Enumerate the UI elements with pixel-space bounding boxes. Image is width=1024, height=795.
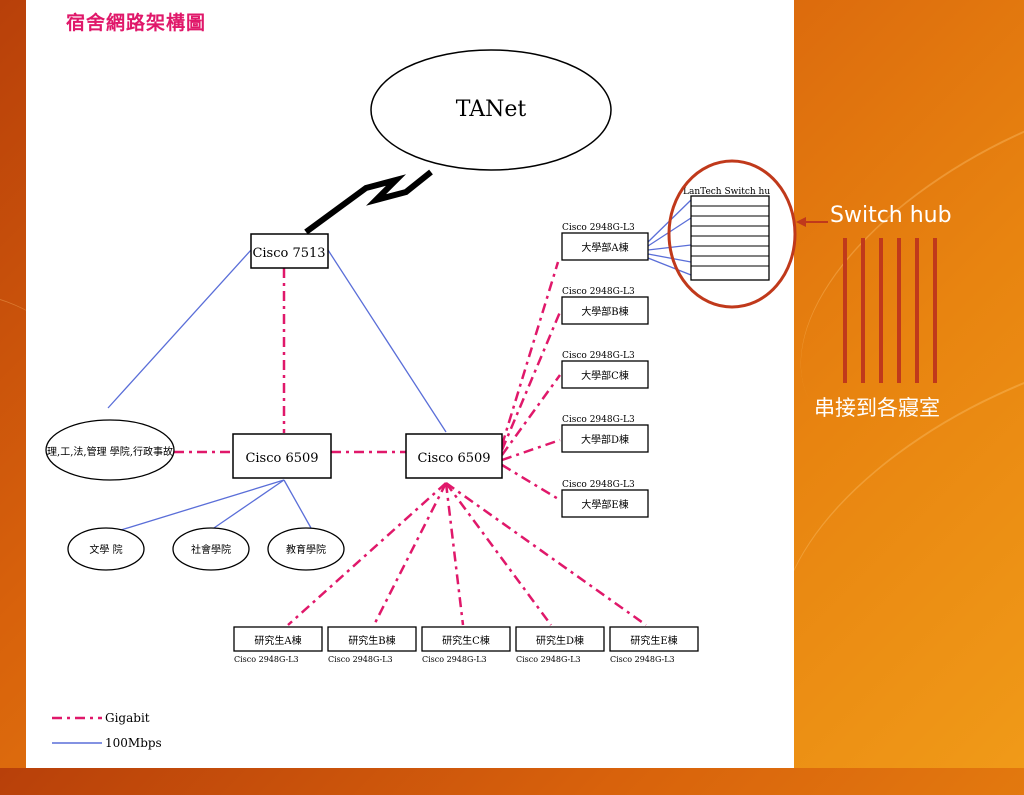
grad-switch: 研究生B棟 Cisco 2948G-L3	[327, 626, 417, 664]
switch-right-label: Cisco 6509	[417, 451, 490, 466]
grad-switch-box	[233, 626, 323, 652]
grad-model-label: Cisco 2948G-L3	[422, 655, 487, 664]
undergrad-label: 大學部A棟	[581, 241, 628, 254]
tanet-label: TANet	[456, 97, 527, 122]
legend-100mbps-label: 100Mbps	[105, 736, 162, 750]
core-router-label: Cisco 7513	[252, 246, 325, 261]
college-social-node	[172, 527, 250, 571]
core-router-box	[250, 233, 329, 269]
grad-label: 研究生A棟	[254, 634, 301, 647]
college-edu-label: 教育學院	[286, 543, 326, 556]
undergrad-switch: Cisco 2948G-L3 大學部B棟	[561, 287, 649, 325]
grad-switch-box	[327, 626, 417, 652]
college-liberal-label: 文學 院	[89, 543, 122, 556]
undergrad-label: 大學部C棟	[581, 369, 629, 382]
undergrad-switch-box	[561, 360, 649, 389]
undergrad-model-label: Cisco 2948G-L3	[562, 351, 635, 361]
college-group-node	[45, 419, 175, 481]
gigabit-links	[174, 261, 647, 627]
undergrad-model-label: Cisco 2948G-L3	[562, 223, 635, 233]
switch-left-box	[232, 433, 332, 479]
undergrad-model-label: Cisco 2948G-L3	[562, 415, 635, 425]
slide-panel: 宿舍網路架構圖 TANet	[26, 0, 794, 768]
undergrad-switch: Cisco 2948G-L3 大學部C棟	[561, 351, 649, 389]
tanet-cloud	[370, 49, 612, 171]
grad-switch-box	[515, 626, 605, 652]
undergrad-model-label: Cisco 2948G-L3	[562, 287, 635, 297]
grad-switch: 研究生D棟 Cisco 2948G-L3	[515, 626, 605, 664]
undergrad-switch-box	[561, 424, 649, 453]
grad-switch: 研究生E棟 Cisco 2948G-L3	[609, 626, 699, 664]
switch-hub-label: Switch hub	[830, 203, 952, 228]
college-liberal-node	[67, 527, 145, 571]
switch-right-box	[405, 433, 503, 479]
slide-title: 宿舍網路架構圖	[66, 12, 207, 34]
grad-switch-box	[421, 626, 511, 652]
callout-arrowhead	[796, 217, 806, 227]
undergrad-label: 大學部B棟	[581, 305, 628, 318]
undergrad-label: 大學部D棟	[581, 433, 629, 446]
college-group-label: 理,工,法,管理 學院,行政事故	[47, 445, 173, 458]
grad-model-label: Cisco 2948G-L3	[516, 655, 581, 664]
undergrad-switch-box	[561, 489, 649, 518]
grad-switch: 研究生C棟 Cisco 2948G-L3	[421, 626, 511, 664]
grad-model-label: Cisco 2948G-L3	[328, 655, 393, 664]
college-social-label: 社會學院	[191, 543, 231, 556]
switch-left-label: Cisco 6509	[245, 451, 318, 466]
grad-model-label: Cisco 2948G-L3	[234, 655, 299, 664]
grad-model-label: Cisco 2948G-L3	[610, 655, 675, 664]
undergrad-switch-box	[561, 296, 649, 325]
grad-label: 研究生D棟	[536, 634, 584, 647]
undergrad-model-label: Cisco 2948G-L3	[562, 480, 635, 490]
grad-switch: 研究生A棟 Cisco 2948G-L3	[233, 626, 323, 664]
lantech-hub	[690, 195, 770, 281]
rooms-label: 串接到各寢室	[814, 396, 940, 420]
undergrad-switch: Cisco 2948G-L3 大學部A棟	[561, 223, 649, 261]
grad-switch-box	[609, 626, 699, 652]
college-edu-node	[267, 527, 345, 571]
undergrad-label: 大學部E棟	[581, 498, 628, 511]
grad-label: 研究生B棟	[348, 634, 395, 647]
grad-label: 研究生C棟	[442, 634, 490, 647]
undergrad-switch: Cisco 2948G-L3 大學部D棟	[561, 415, 649, 453]
legend-gigabit-label: Gigabit	[105, 711, 150, 725]
grad-label: 研究生E棟	[630, 634, 677, 647]
undergrad-switch: Cisco 2948G-L3 大學部E棟	[561, 480, 649, 518]
wan-link	[304, 169, 433, 235]
undergrad-switch-box	[561, 232, 649, 261]
network-diagram: TANet	[45, 49, 770, 750]
